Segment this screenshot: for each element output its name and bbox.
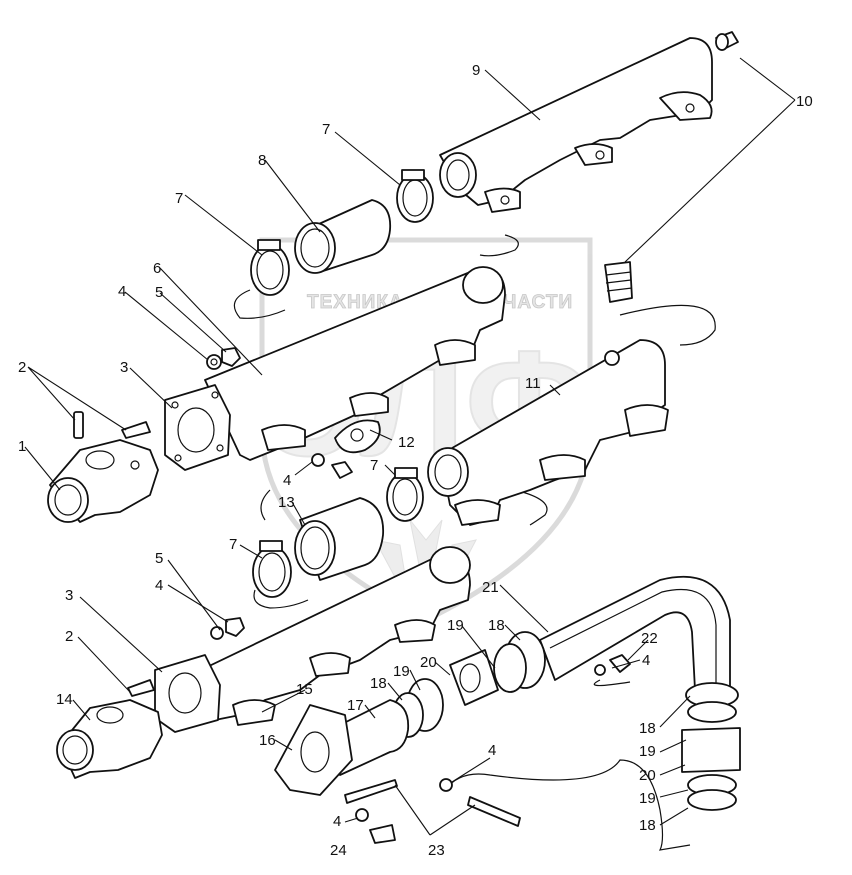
part-14-elbow xyxy=(56,699,163,779)
callout-20: 20 xyxy=(420,654,437,671)
callout-7: 7 xyxy=(229,536,237,553)
part-6-manifold xyxy=(204,266,506,461)
part-22-nut xyxy=(594,654,631,676)
part-7-clamp-lower xyxy=(252,540,292,598)
callout-18: 18 xyxy=(370,675,387,692)
callout-4: 4 xyxy=(333,813,341,830)
part-2-stud-lower xyxy=(127,679,155,697)
callout-9: 9 xyxy=(472,62,480,79)
callout-3: 3 xyxy=(65,587,73,604)
part-10-plug-middle xyxy=(604,261,633,366)
callout-19: 19 xyxy=(393,663,410,680)
callout-20: 20 xyxy=(639,767,656,784)
callout-11: 11 xyxy=(525,375,541,392)
callout-3: 3 xyxy=(120,359,128,376)
part-16-flange xyxy=(274,704,353,796)
callout-4: 4 xyxy=(488,742,496,759)
callout-13: 13 xyxy=(278,494,295,511)
part-13-hose xyxy=(294,497,384,581)
callout-7: 7 xyxy=(370,457,378,474)
callout-labels: 9 10 7 8 7 6 4 5 2 3 11 12 1 4 7 13 7 5 … xyxy=(18,62,813,859)
callout-10: 10 xyxy=(796,93,813,110)
callout-4: 4 xyxy=(155,577,163,594)
part-18-19-20-joint-upper xyxy=(392,631,546,738)
callout-18: 18 xyxy=(488,617,505,634)
part-1-elbow xyxy=(47,439,159,523)
callout-4: 4 xyxy=(283,472,291,489)
callout-22: 22 xyxy=(641,630,658,647)
callout-19: 19 xyxy=(639,790,656,807)
part-7-clamp-upper-left xyxy=(250,239,290,296)
callout-18: 18 xyxy=(639,817,656,834)
callout-2: 2 xyxy=(18,359,26,376)
callout-1: 1 xyxy=(18,438,26,455)
callout-18: 18 xyxy=(639,720,656,737)
callout-16: 16 xyxy=(259,732,276,749)
callout-14: 14 xyxy=(56,691,73,708)
callout-5: 5 xyxy=(155,284,163,301)
part-8-hose xyxy=(294,199,392,274)
callout-4: 4 xyxy=(118,283,126,300)
part-3-flange-lower xyxy=(154,654,221,733)
assembly-routes xyxy=(233,234,716,851)
part-7-clamp-upper-right xyxy=(396,169,434,223)
leader-lines xyxy=(24,57,796,836)
callout-4: 4 xyxy=(642,652,650,669)
callout-8: 8 xyxy=(258,152,266,169)
part-11-manifold xyxy=(427,339,669,526)
callout-7: 7 xyxy=(322,121,330,138)
callout-5: 5 xyxy=(155,550,163,567)
callout-19: 19 xyxy=(639,743,656,760)
part-12-gasket xyxy=(334,419,381,454)
part-18-19-20-joint-lower xyxy=(681,682,741,811)
part-9-upper-pipe xyxy=(439,37,713,213)
part-4-5-washer-nut-lower xyxy=(210,617,245,640)
part-15-manifold xyxy=(179,546,471,726)
part-4-5-washer-nut-upper xyxy=(206,347,241,370)
callout-15: 15 xyxy=(296,681,313,698)
part-21-bent-pipe xyxy=(539,575,731,691)
part-24-bolt xyxy=(355,808,396,844)
callout-24: 24 xyxy=(330,842,347,859)
callout-17: 17 xyxy=(347,697,364,714)
part-4-washer-bottom xyxy=(439,778,453,792)
callout-23: 23 xyxy=(428,842,445,859)
part-10-plug xyxy=(715,31,739,51)
callout-7: 7 xyxy=(175,190,183,207)
callout-6: 6 xyxy=(153,260,161,277)
callout-12: 12 xyxy=(398,434,415,451)
callout-2: 2 xyxy=(65,628,73,645)
callout-21: 21 xyxy=(482,579,499,596)
part-3-flange-upper xyxy=(164,384,231,471)
callout-19: 19 xyxy=(447,617,464,634)
part-7-clamp-middle xyxy=(386,467,424,522)
part-23-bolts xyxy=(344,779,521,827)
part-2-stud-upper xyxy=(73,411,151,439)
part-4-13-bolt-middle xyxy=(311,453,353,479)
watermark-text-left: ТЕХНИКА xyxy=(307,292,404,313)
